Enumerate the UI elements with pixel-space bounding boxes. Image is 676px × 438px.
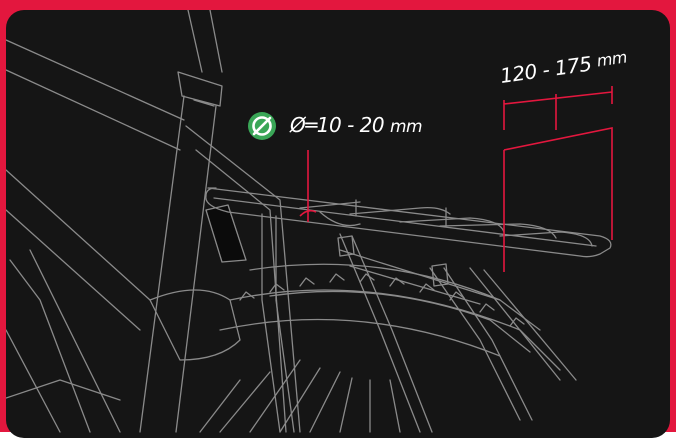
rack-mount bbox=[337, 235, 449, 287]
diameter-tube-arc bbox=[299, 209, 317, 217]
tube-diameter-label: Ø═10 - 20 mm bbox=[290, 113, 423, 137]
prohibited-circle-icon bbox=[248, 112, 276, 140]
rack-top bbox=[205, 187, 612, 258]
illustration-panel: Ø═10 - 20 mm 120 - 175 mm bbox=[6, 10, 670, 438]
tube-diameter-unit: mm bbox=[389, 117, 423, 137]
width-box bbox=[503, 127, 613, 272]
bike-rack-line-art bbox=[6, 10, 613, 433]
width-dimension-bar bbox=[503, 86, 613, 130]
rack-slats bbox=[299, 201, 593, 247]
tube-diameter-value: Ø═10 - 20 bbox=[290, 113, 385, 137]
top-tube bbox=[6, 39, 185, 151]
seat-tube bbox=[139, 95, 217, 433]
rack-legs bbox=[261, 213, 295, 433]
seat-clamp bbox=[177, 71, 223, 107]
stay-shadow bbox=[205, 204, 247, 263]
wheel-spokes bbox=[199, 359, 401, 433]
tire bbox=[219, 289, 561, 371]
rack-width-unit: mm bbox=[595, 47, 629, 71]
seat-stay bbox=[185, 125, 301, 433]
seat-post bbox=[187, 10, 223, 73]
